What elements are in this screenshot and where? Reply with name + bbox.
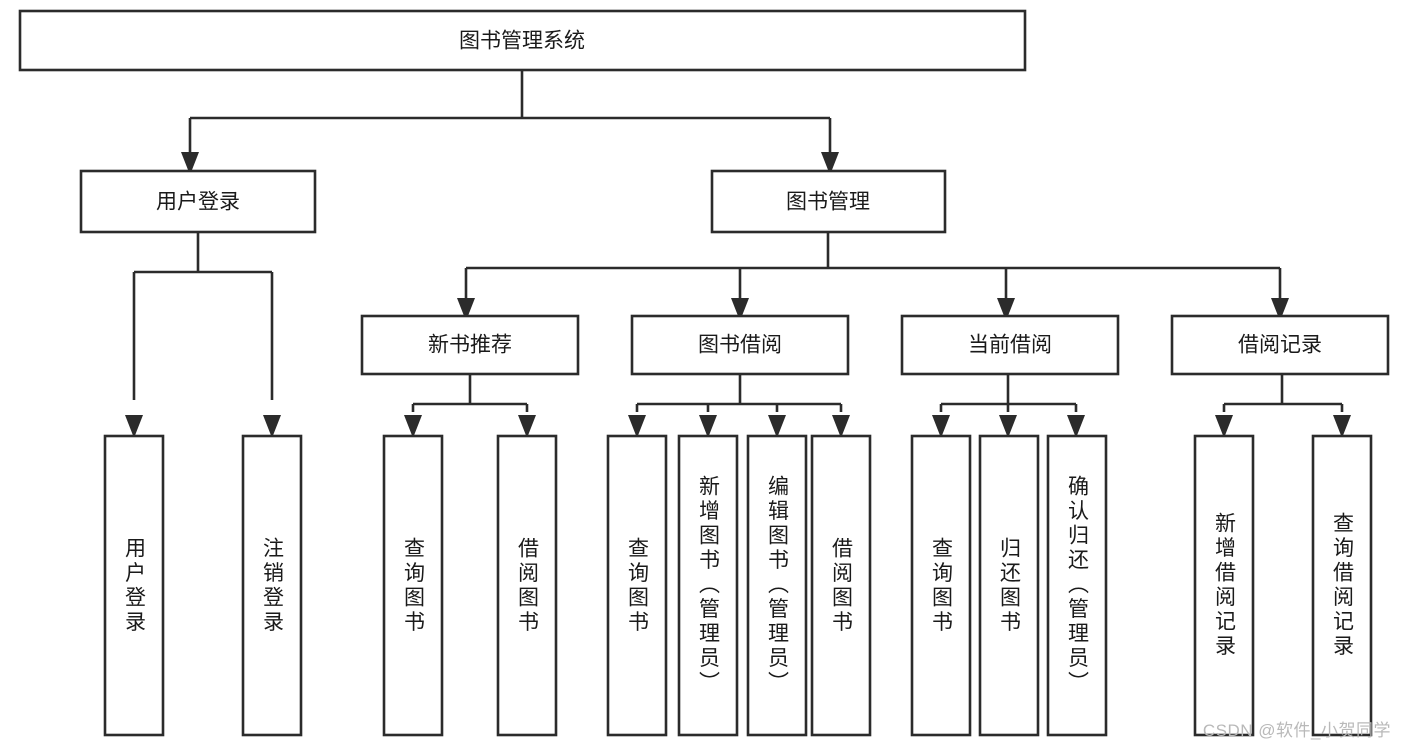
node-leaf-borrow-book-1[interactable]: 借阅图书 xyxy=(496,434,558,737)
node-leaf-add-record[interactable]: 新增借阅记录 xyxy=(1193,434,1255,737)
node-new-book-rec-label: 新书推荐 xyxy=(428,334,512,357)
node-leaf-query-record-box[interactable] xyxy=(1311,434,1373,737)
node-user-login[interactable]: 用户登录 xyxy=(79,169,317,234)
node-leaf-borrow-book-2-label: 借阅图书 xyxy=(829,536,853,635)
node-leaf-borrow-book-2[interactable]: 借阅图书 xyxy=(810,434,872,737)
node-leaf-user-login-label: 用户登录 xyxy=(122,536,146,635)
node-leaf-query-book-1-label: 查询图书 xyxy=(401,536,425,635)
arrow-to-leaf-query-book-3 xyxy=(932,415,950,438)
node-leaf-logout-box[interactable] xyxy=(241,434,303,737)
node-current-borrow-box[interactable] xyxy=(900,314,1120,376)
node-leaf-borrow-book-1-box[interactable] xyxy=(496,434,558,737)
node-user-login-label: 用户登录 xyxy=(156,191,240,214)
node-leaf-edit-book[interactable]: 编辑图书（管理员） xyxy=(746,434,808,737)
node-leaf-user-login-box[interactable] xyxy=(103,434,165,737)
arrow-to-leaf-add-record xyxy=(1215,415,1233,438)
node-leaf-query-book-2-box[interactable] xyxy=(606,434,668,737)
connectors-layer xyxy=(125,70,1351,438)
node-leaf-query-book-2-label: 查询图书 xyxy=(625,536,649,635)
node-leaf-edit-book-label: 编辑图书（管理员） xyxy=(765,475,789,696)
node-root-label: 图书管理系统 xyxy=(459,30,585,53)
node-leaf-add-book[interactable]: 新增图书（管理员） xyxy=(677,434,739,737)
node-leaf-borrow-book-2-box[interactable] xyxy=(810,434,872,737)
node-leaf-logout[interactable]: 注销登录 xyxy=(241,434,303,737)
node-leaf-add-book-label: 新增图书（管理员） xyxy=(696,475,720,696)
arrow-to-leaf-logout xyxy=(263,415,281,438)
arrow-to-leaf-return-book xyxy=(999,415,1017,438)
node-borrow-record-label: 借阅记录 xyxy=(1238,334,1322,357)
arrow-to-leaf-user-login xyxy=(125,415,143,438)
node-book-manage-box[interactable] xyxy=(710,169,947,234)
node-borrow-record[interactable]: 借阅记录 xyxy=(1170,314,1390,376)
node-user-login-box[interactable] xyxy=(79,169,317,234)
node-leaf-return-book-box[interactable] xyxy=(978,434,1040,737)
node-leaf-confirm-return-label: 确认归还（管理员） xyxy=(1065,475,1089,696)
node-leaf-return-book-label: 归还图书 xyxy=(997,536,1021,635)
node-leaf-confirm-return-box[interactable] xyxy=(1046,434,1108,737)
node-leaf-logout-label: 注销登录 xyxy=(260,536,284,635)
node-root-box[interactable] xyxy=(18,9,1027,72)
node-root[interactable]: 图书管理系统 xyxy=(18,9,1027,72)
node-book-manage[interactable]: 图书管理 xyxy=(710,169,947,234)
node-leaf-confirm-return[interactable]: 确认归还（管理员） xyxy=(1046,434,1108,737)
node-book-borrow-box[interactable] xyxy=(630,314,850,376)
node-new-book-rec-box[interactable] xyxy=(360,314,580,376)
arrow-to-leaf-query-record xyxy=(1333,415,1351,438)
node-leaf-query-book-3-label: 查询图书 xyxy=(929,536,953,635)
arrow-to-leaf-add-book xyxy=(699,415,717,438)
arrow-to-leaf-query-book-2 xyxy=(628,415,646,438)
node-leaf-query-record-label: 查询借阅记录 xyxy=(1330,512,1354,659)
node-leaf-query-book-3-box[interactable] xyxy=(910,434,972,737)
node-leaf-query-book-2[interactable]: 查询图书 xyxy=(606,434,668,737)
node-current-borrow-label: 当前借阅 xyxy=(968,334,1052,357)
node-book-borrow[interactable]: 图书借阅 xyxy=(630,314,850,376)
node-leaf-edit-book-box[interactable] xyxy=(746,434,808,737)
node-book-manage-label: 图书管理 xyxy=(786,191,870,214)
node-leaf-query-book-3[interactable]: 查询图书 xyxy=(910,434,972,737)
node-borrow-record-box[interactable] xyxy=(1170,314,1390,376)
node-leaf-user-login[interactable]: 用户登录 xyxy=(103,434,165,737)
arrow-to-leaf-edit-book xyxy=(768,415,786,438)
node-leaf-add-book-box[interactable] xyxy=(677,434,739,737)
node-leaf-borrow-book-1-label: 借阅图书 xyxy=(515,536,539,635)
arrow-to-leaf-borrow-book-2 xyxy=(832,415,850,438)
arrow-to-leaf-borrow-book-1 xyxy=(518,415,536,438)
node-leaf-add-record-label: 新增借阅记录 xyxy=(1212,512,1236,659)
node-leaf-query-book-1[interactable]: 查询图书 xyxy=(382,434,444,737)
node-current-borrow[interactable]: 当前借阅 xyxy=(900,314,1120,376)
arrow-to-leaf-query-book-1 xyxy=(404,415,422,438)
node-book-borrow-label: 图书借阅 xyxy=(698,334,782,357)
node-leaf-query-book-1-box[interactable] xyxy=(382,434,444,737)
arrow-to-leaf-confirm-return xyxy=(1067,415,1085,438)
node-new-book-rec[interactable]: 新书推荐 xyxy=(360,314,580,376)
node-leaf-query-record[interactable]: 查询借阅记录 xyxy=(1311,434,1373,737)
node-leaf-add-record-box[interactable] xyxy=(1193,434,1255,737)
node-leaf-return-book[interactable]: 归还图书 xyxy=(978,434,1040,737)
